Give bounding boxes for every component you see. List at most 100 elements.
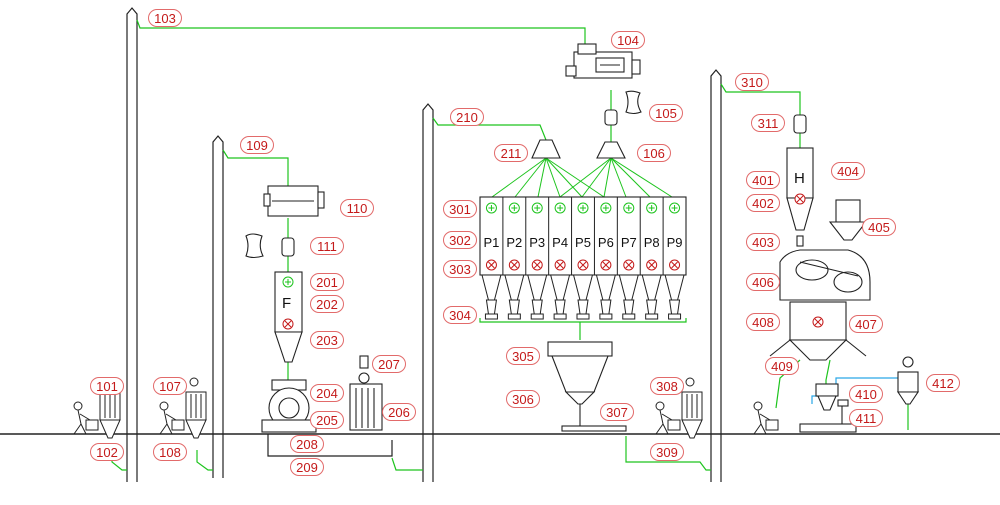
mixer-104 [565, 43, 641, 79]
bin-label: P8 [644, 235, 660, 250]
intake-107 [159, 377, 207, 439]
bin-label: P3 [529, 235, 545, 250]
bin-valve-p7 [623, 259, 635, 271]
label-307: 307 [600, 403, 634, 421]
bin-p1: P1 [481, 202, 502, 320]
bin-valve-p5 [577, 259, 589, 271]
label-107: 107 [153, 377, 187, 395]
bin-p6: P6 [593, 197, 616, 320]
label-101: 101 [90, 377, 124, 395]
dust-collector-412 [896, 356, 920, 405]
label-210: 210 [450, 108, 484, 126]
label-405: 405 [862, 218, 896, 236]
bin-label: P1 [483, 235, 499, 250]
label-407: 407 [849, 315, 883, 333]
bin-valve-p6 [600, 259, 612, 271]
bin-p4: P4 [548, 197, 571, 320]
silo-h-valve [794, 193, 806, 205]
label-410: 410 [849, 385, 883, 403]
silo-f-level-indicator [282, 276, 294, 288]
bin-p9: P9 [662, 197, 685, 320]
label-211: 211 [494, 144, 528, 162]
bin-label: P2 [506, 235, 522, 250]
bin-label: P5 [575, 235, 591, 250]
label-202: 202 [310, 295, 344, 313]
label-412: 412 [926, 374, 960, 392]
feeder-105 [604, 90, 642, 126]
intake-308 [655, 377, 703, 439]
label-105: 105 [649, 104, 683, 122]
label-311: 311 [751, 114, 785, 132]
distributor-106 [596, 141, 626, 159]
label-104: 104 [611, 31, 645, 49]
label-408: 408 [746, 313, 780, 331]
label-106: 106 [637, 144, 671, 162]
bin-label: P9 [667, 235, 683, 250]
label-203: 203 [310, 331, 344, 349]
bin-valve-p3 [531, 259, 543, 271]
label-409: 409 [765, 357, 799, 375]
silo-f-valve [282, 318, 294, 330]
label-208: 208 [290, 435, 324, 453]
label-403: 403 [746, 233, 780, 251]
label-111: 111 [310, 237, 344, 255]
weigh-hopper-306 [547, 341, 627, 432]
distributor-211 [531, 139, 561, 159]
bin-label: P7 [621, 235, 637, 250]
bucket-elevator-109 [212, 135, 224, 478]
distributor-lines [491, 157, 673, 198]
label-302: 302 [443, 231, 477, 249]
bin-p5: P5 [571, 197, 594, 320]
screw-conveyor-208 [267, 434, 393, 457]
dust-collector-206 [349, 355, 383, 431]
label-401: 401 [746, 171, 780, 189]
cooler-407 [769, 301, 867, 361]
label-209: 209 [290, 458, 324, 476]
bin-label: P4 [552, 235, 568, 250]
hammer-mill-204 [261, 379, 317, 433]
label-305: 305 [506, 347, 540, 365]
label-303: 303 [443, 260, 477, 278]
label-206: 206 [382, 403, 416, 421]
label-404: 404 [831, 162, 865, 180]
label-103: 103 [148, 9, 182, 27]
bin-valve-p1 [485, 259, 497, 271]
label-109: 109 [240, 136, 274, 154]
label-205: 205 [310, 411, 344, 429]
label-304: 304 [443, 306, 477, 324]
label-406: 406 [746, 273, 780, 291]
bin-valve-p4 [554, 259, 566, 271]
bin-p8: P8 [639, 197, 662, 320]
bin-valve-p2 [508, 259, 520, 271]
bin-p7: P7 [616, 197, 639, 320]
label-306: 306 [506, 390, 540, 408]
label-309: 309 [650, 443, 684, 461]
label-108: 108 [153, 443, 187, 461]
silo-f-letter: F [282, 295, 292, 312]
bin-label: P6 [598, 235, 614, 250]
cooler-valve [812, 316, 824, 328]
pellet-mill-406 [779, 249, 871, 301]
silo-h-letter: H [794, 170, 805, 187]
silo-h [786, 114, 814, 247]
bucket-elevator-310 [710, 69, 722, 482]
label-204: 204 [310, 384, 344, 402]
label-402: 402 [746, 194, 780, 212]
label-301: 301 [443, 200, 477, 218]
bin-p2: P2 [502, 197, 525, 320]
bucket-elevator-103 [126, 7, 138, 482]
mixer-110 [245, 185, 325, 259]
packing-worker [753, 401, 779, 435]
label-411: 411 [849, 409, 883, 427]
label-110: 110 [340, 199, 374, 217]
bins: P1 P2 P3 P4 P5 P6 P7 P8 P9 [481, 197, 685, 320]
label-308: 308 [650, 377, 684, 395]
packing-scale-410 [799, 383, 857, 433]
label-207: 207 [372, 355, 406, 373]
label-201: 201 [310, 273, 344, 291]
bucket-elevator-210 [422, 103, 434, 482]
intake-stations [73, 377, 779, 439]
bin-valve-p8 [646, 259, 658, 271]
